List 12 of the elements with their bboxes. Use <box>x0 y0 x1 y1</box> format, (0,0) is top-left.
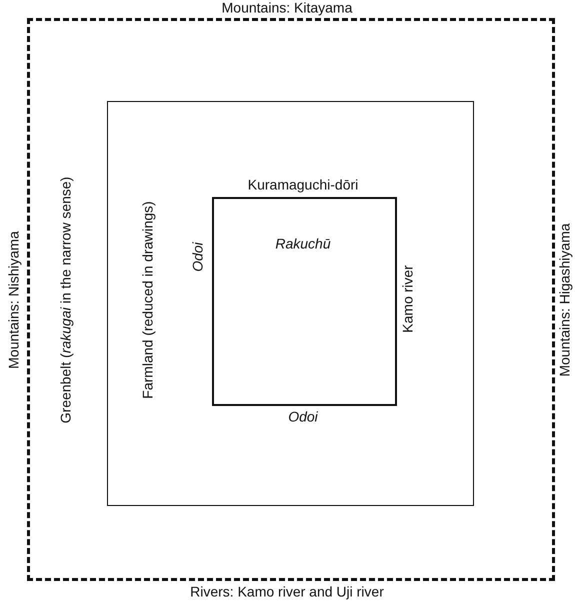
region-label: Greenbelt (rakugai in the narrow sense) <box>58 176 74 424</box>
region-label: Farmland (reduced in drawings) <box>140 200 156 398</box>
region-label: Mountains: Kitayama <box>222 0 352 16</box>
region-label: Kamo river <box>400 265 416 333</box>
region-label: Odoi <box>288 409 318 425</box>
region-label: Odoi <box>190 242 206 272</box>
region-label: Mountains: Nishiyama <box>6 231 22 369</box>
region-label: Kuramaguchi-dōri <box>248 177 358 193</box>
region-label: Rivers: Kamo river and Uji river <box>190 584 384 600</box>
region-label: Mountains: Higashiyama <box>557 223 573 377</box>
boundary-box <box>107 101 474 506</box>
region-label: Rakuchū <box>275 236 331 252</box>
